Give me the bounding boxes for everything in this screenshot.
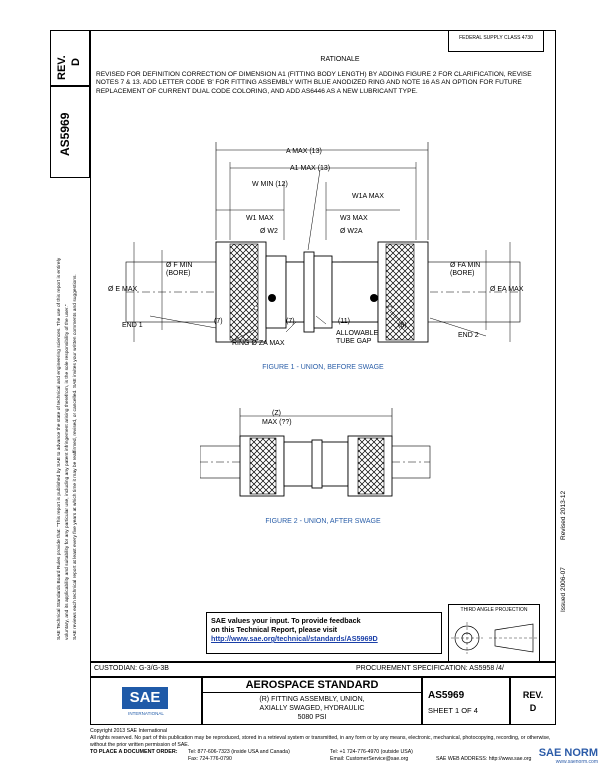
rationale-title: RATIONALE xyxy=(320,56,360,63)
label-w1a-max: W1A MAX xyxy=(352,193,384,200)
projection-symbol-icon xyxy=(451,622,539,654)
rev-bottom-value: D xyxy=(529,703,537,713)
footer-rights: All rights reserved. No part of this pub… xyxy=(90,735,551,748)
custodian: CUSTODIAN: G-3/G-3B xyxy=(94,665,169,672)
figure-1-drawing xyxy=(125,142,521,343)
watermark-text: SAE NORM xyxy=(538,747,598,759)
label-dia-f-min: Ø F MIN (BORE) xyxy=(166,262,193,277)
custodian-row xyxy=(90,662,556,677)
title-line-2: AXIALLY SWAGED, HYDRAULIC xyxy=(259,705,365,712)
label-w-min: W MIN (12) xyxy=(252,181,288,188)
watermark: SAE NORM www.saenorm.com xyxy=(508,747,598,773)
rev-box-bottom xyxy=(510,677,556,725)
rev-top-label: REV. xyxy=(56,55,68,80)
doc-number-box xyxy=(50,86,90,178)
title-line-3: 5080 PSI xyxy=(297,714,327,721)
label-dia-w2: Ø W2 xyxy=(260,228,278,235)
footer-order: TO PLACE A DOCUMENT ORDER: xyxy=(90,749,178,755)
legal-line-3: SAE reviews each technical report at lea… xyxy=(73,274,78,640)
footer-email: Email: CustomerService@sae.org xyxy=(330,756,409,762)
feedback-box: SAE values your input. To provide feedba… xyxy=(206,612,442,654)
footer-web: SAE WEB ADDRESS: http://www.sae.org xyxy=(436,756,532,762)
projection-box: THIRD ANGLE PROJECTION xyxy=(448,604,540,662)
distribution-text: FEDERAL SUPPLY CLASS 4730 xyxy=(459,35,533,41)
title-line-1: (R) FITTING ASSEMBLY, UNION, xyxy=(259,696,365,703)
rev-bottom-label: REV. xyxy=(522,690,544,700)
footer-copyright: Copyright 2013 SAE International xyxy=(90,728,167,734)
label-z: (Z) xyxy=(272,410,281,417)
label-ring-dia: RING Ø ZA MAX xyxy=(232,340,285,347)
label-z-max: MAX (??) xyxy=(262,419,292,426)
rev-top-value: D xyxy=(70,58,82,66)
title-box xyxy=(202,677,422,725)
label-dia-e-max: Ø E MAX xyxy=(108,286,138,293)
aerospace-standard: AEROSPACE STANDARD xyxy=(245,679,379,691)
title-separator xyxy=(202,692,422,693)
label-w3-max: W3 MAX xyxy=(340,215,368,222)
footer-fax: Fax: 724-776-0790 xyxy=(188,756,232,762)
logo-box xyxy=(90,677,202,725)
feedback-link[interactable]: http://www.sae.org/technical/standards/A… xyxy=(211,634,378,643)
revised-date: Revised 2013-12 xyxy=(560,490,567,540)
issued-date: Issued 2006-07 xyxy=(560,567,567,612)
legal-line-1: SAE Technical Standards Board Rules prov… xyxy=(57,257,62,640)
figure-2-caption: FIGURE 2 - UNION, AFTER SWAGE xyxy=(265,518,381,525)
sae-logo: SAE xyxy=(122,687,168,709)
title-doc-number: AS5969 xyxy=(428,690,465,701)
label-w1-max: W1 MAX xyxy=(246,215,274,222)
procurement: PROCUREMENT SPECIFICATION: AS5958 /4/ xyxy=(356,665,504,672)
projection-title: THIRD ANGLE PROJECTION xyxy=(460,607,528,613)
footer-tel-1: Tel: 877-606-7323 (inside USA and Canada… xyxy=(188,749,290,755)
watermark-sub: www.saenorm.com xyxy=(555,759,598,765)
sae-logo-sub: INTERNATIONAL xyxy=(128,711,164,716)
label-a-max: A MAX (13) xyxy=(286,148,322,155)
footer-tel-2: Tel: +1 724-776-4970 (outside USA) xyxy=(330,749,413,755)
legal-line-2: voluntary, and its applicability and sui… xyxy=(65,304,70,640)
number-box xyxy=(422,677,510,725)
label-note-6: (6) xyxy=(398,322,407,329)
label-note-7b: (7) xyxy=(286,318,295,325)
label-note-11: (11) xyxy=(338,318,350,325)
figure-2-drawing xyxy=(200,408,431,497)
label-allowable-gap: ALLOWABLE TUBE GAP xyxy=(336,330,379,345)
label-dia-w2a: Ø W2A xyxy=(340,228,363,235)
rev-box-top xyxy=(50,30,90,86)
figure-1-caption: FIGURE 1 - UNION, BEFORE SWAGE xyxy=(262,364,384,371)
label-a1-max: A1 MAX (13) xyxy=(290,165,331,172)
sheet-number: SHEET 1 OF 4 xyxy=(428,706,478,715)
feedback-line-1: SAE values your input. To provide feedba… xyxy=(211,616,361,625)
drawing-frame xyxy=(90,30,556,662)
label-note-7a: (7) xyxy=(214,318,223,325)
label-end-2: END 2 xyxy=(458,332,479,339)
label-dia-ea-max: Ø EA MAX xyxy=(490,286,524,293)
doc-number-vertical: AS5969 xyxy=(58,112,72,156)
rationale-text: REVISED FOR DEFINITION CORRECTION OF DIM… xyxy=(96,71,532,95)
label-dia-fa-min: Ø FA MIN (BORE) xyxy=(450,262,481,277)
feedback-line-2: on this Technical Report, please visit xyxy=(211,625,338,634)
label-end-1: END 1 xyxy=(122,322,143,329)
